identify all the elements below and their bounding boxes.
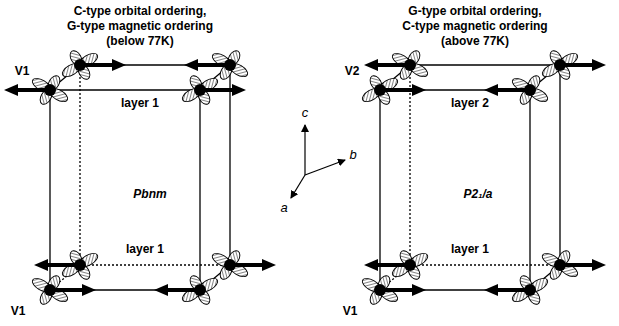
v-atom xyxy=(554,259,566,271)
layer-label: layer 1 xyxy=(126,243,164,256)
cell-edge xyxy=(79,65,80,265)
v-atom xyxy=(374,284,386,296)
v-atom xyxy=(194,284,206,296)
atom-label: V2 xyxy=(345,65,360,78)
cell-edge xyxy=(410,64,560,65)
atom-label: V1 xyxy=(343,305,358,318)
heading: (above 77K) xyxy=(441,35,509,48)
axes xyxy=(291,125,345,198)
heading: (below 77K) xyxy=(106,35,173,48)
v-atom xyxy=(74,259,86,271)
heading: G-type orbital ordering, xyxy=(408,5,541,18)
axis-label: a xyxy=(280,201,287,215)
space-group: P2₁/a xyxy=(464,188,493,201)
unit-cell xyxy=(16,41,264,314)
v-atom xyxy=(74,59,86,71)
unit-cell xyxy=(355,41,594,314)
cell-edge xyxy=(409,65,410,265)
cell-edge xyxy=(199,90,200,290)
space-group: Pbnm xyxy=(133,188,166,201)
cell-edge xyxy=(410,264,560,265)
v-atom xyxy=(224,259,236,271)
cell-edge xyxy=(50,89,200,90)
heading: G-type magnetic ordering xyxy=(67,20,213,33)
atom-label: V1 xyxy=(11,305,26,318)
cell-edge xyxy=(50,289,200,290)
v-atom xyxy=(374,84,386,96)
axis-arrow xyxy=(291,175,305,198)
v-atom xyxy=(44,84,56,96)
axis-label: c xyxy=(302,106,309,120)
v-atom xyxy=(524,84,536,96)
v-atom xyxy=(404,259,416,271)
cell-edge xyxy=(559,65,560,265)
layer-label: layer 2 xyxy=(451,97,489,110)
axis-arrow xyxy=(305,160,345,175)
cell-edge xyxy=(229,65,230,265)
cell-edge xyxy=(529,90,530,290)
cell-edge xyxy=(49,90,50,290)
v-atom xyxy=(404,59,416,71)
v-atom xyxy=(524,284,536,296)
cell-edge xyxy=(80,264,230,265)
cell-edge xyxy=(80,64,230,65)
cell-edge xyxy=(379,90,380,290)
v-atom xyxy=(224,59,236,71)
layer-label: layer 1 xyxy=(451,243,489,256)
v-atom xyxy=(554,59,566,71)
cell-edge xyxy=(380,89,530,90)
atom-label: V1 xyxy=(15,65,30,78)
v-atom xyxy=(44,284,56,296)
cell-edge xyxy=(380,289,530,290)
heading: C-type orbital ordering, xyxy=(74,5,207,18)
axis-arrow xyxy=(304,125,305,175)
heading: C-type magnetic ordering xyxy=(402,20,547,33)
v-atom xyxy=(194,84,206,96)
layer-label: layer 1 xyxy=(121,97,159,110)
axis-label: b xyxy=(349,148,356,162)
